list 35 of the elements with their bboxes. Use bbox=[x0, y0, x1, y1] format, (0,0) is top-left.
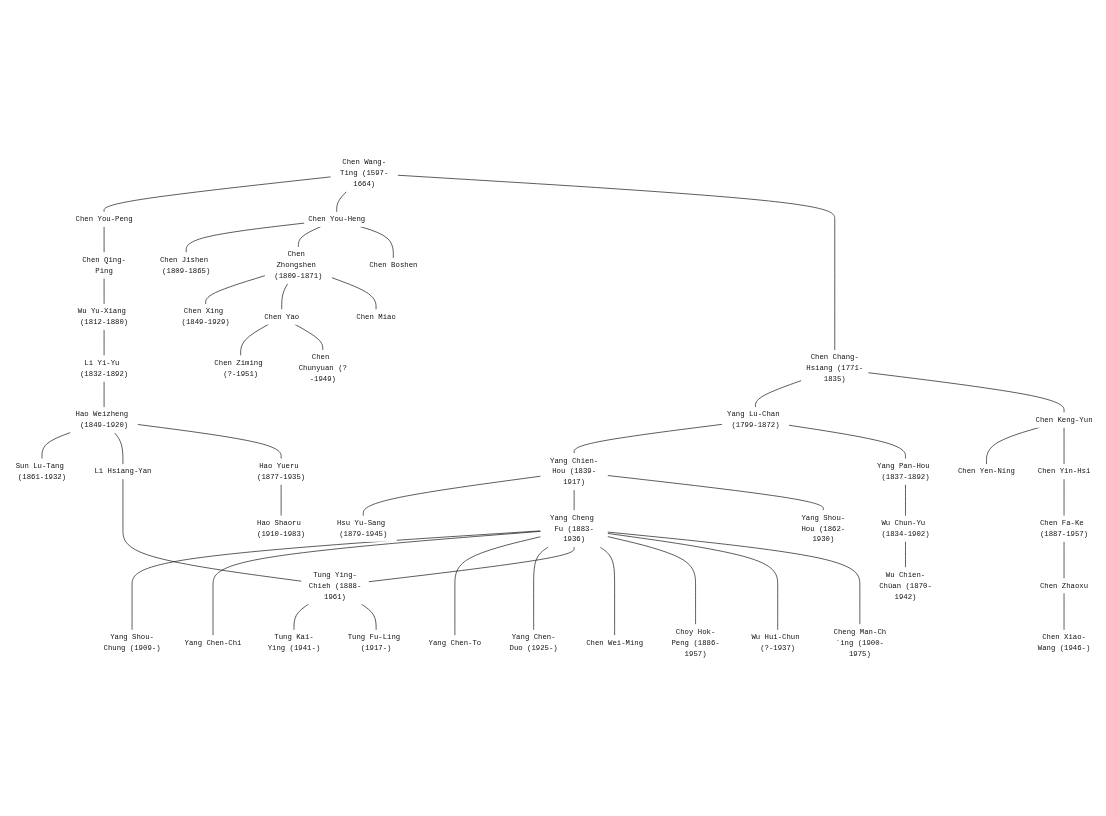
connector bbox=[336, 191, 347, 213]
connector bbox=[397, 174, 836, 351]
connector bbox=[298, 226, 322, 248]
connector bbox=[788, 424, 906, 460]
connector bbox=[599, 546, 615, 636]
connector bbox=[185, 222, 305, 253]
connector bbox=[607, 536, 696, 625]
connector bbox=[368, 546, 575, 583]
connector bbox=[131, 530, 542, 631]
connector bbox=[755, 380, 802, 408]
connector bbox=[607, 533, 779, 631]
connector bbox=[533, 546, 549, 631]
connector bbox=[103, 176, 332, 213]
connector bbox=[359, 226, 394, 259]
connector bbox=[331, 277, 377, 310]
connector bbox=[905, 484, 906, 517]
connector bbox=[294, 323, 324, 351]
connector bbox=[240, 323, 270, 357]
connector bbox=[281, 283, 289, 310]
connector bbox=[454, 536, 542, 636]
connector bbox=[362, 475, 542, 517]
connector bbox=[986, 427, 1040, 465]
connector bbox=[867, 372, 1065, 414]
connector bbox=[212, 531, 542, 636]
connector bbox=[137, 424, 282, 460]
connector bbox=[905, 541, 906, 568]
connector bbox=[607, 531, 861, 625]
connector bbox=[607, 475, 824, 511]
connector bbox=[41, 432, 72, 460]
connector bbox=[361, 603, 377, 631]
connector bbox=[114, 432, 124, 465]
connector bbox=[293, 603, 310, 631]
connector bbox=[573, 424, 723, 454]
connector bbox=[205, 275, 266, 305]
connector bbox=[122, 478, 303, 582]
